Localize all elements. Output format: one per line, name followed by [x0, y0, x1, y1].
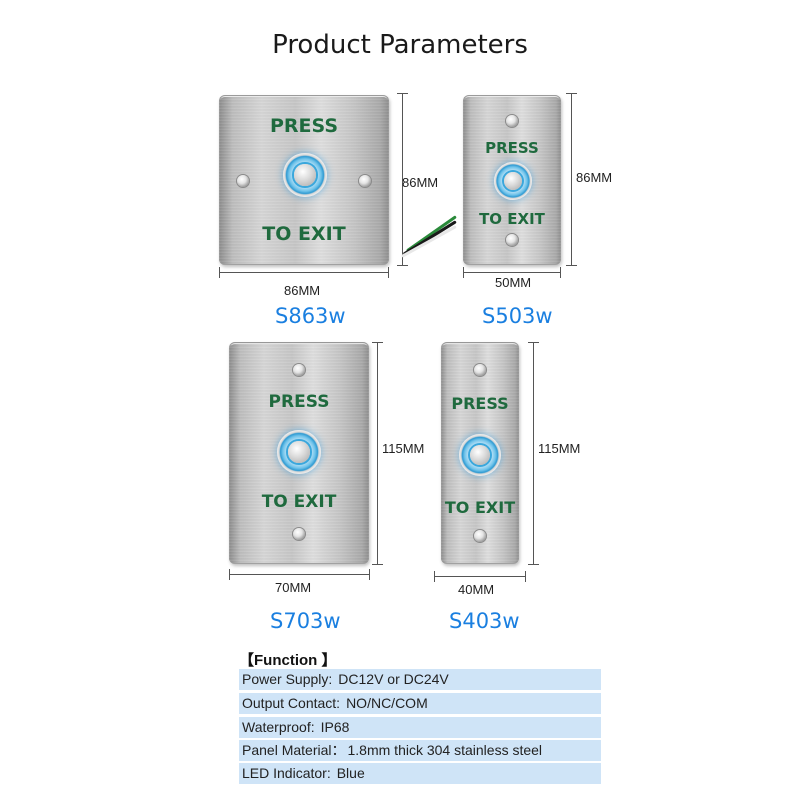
spec-row-led-indicator: LED Indicator: Blue — [239, 763, 601, 784]
spec-label: Panel Material： — [242, 742, 346, 758]
dim-height-s403w: 115MM — [538, 441, 581, 456]
model-label-s503w: S503w — [482, 304, 553, 328]
dim-width-s703w: 70MM — [275, 580, 312, 595]
dim-tick — [388, 267, 389, 278]
spec-label: Waterproof: — [242, 719, 315, 735]
plate-s403w: PRESS TO EXIT — [441, 342, 519, 564]
function-heading: 【Function 】 — [239, 652, 337, 669]
spec-row-power-supply: Power Supply: DC12V or DC24V — [239, 669, 601, 690]
screw-icon — [474, 364, 486, 376]
dim-height-s863w: 86MM — [402, 175, 439, 190]
dim-tick — [372, 564, 383, 565]
plate-s863w: PRESS TO EXIT — [219, 95, 389, 265]
screw-icon — [506, 234, 518, 246]
dim-tick — [528, 564, 539, 565]
dim-width-s503w: 50MM — [495, 275, 532, 290]
dim-line — [377, 342, 378, 564]
spec-label: Output Contact: — [242, 695, 341, 711]
screw-icon — [474, 530, 486, 542]
spec-row-output-contact: Output Contact: NO/NC/COM — [239, 693, 601, 714]
dim-height-s703w: 115MM — [382, 441, 425, 456]
wire — [401, 225, 457, 258]
plate-press-text: PRESS — [451, 394, 509, 413]
dim-tick — [372, 342, 383, 343]
led-button-icon — [277, 430, 321, 474]
page-title: Product Parameters — [272, 30, 528, 60]
screw-icon — [359, 175, 371, 187]
model-label-s863w: S863w — [275, 304, 346, 328]
spec-value: DC12V or DC24V — [338, 671, 449, 687]
dim-tick — [397, 93, 408, 94]
dim-tick — [397, 265, 408, 266]
dim-line — [434, 576, 526, 577]
dim-line — [219, 272, 389, 273]
dim-line — [571, 93, 572, 265]
model-label-s403w: S403w — [449, 609, 520, 633]
led-button-icon — [283, 153, 327, 197]
plate-s503w: PRESS TO EXIT — [463, 95, 561, 265]
dim-width-s403w: 40MM — [458, 582, 495, 597]
screw-icon — [506, 115, 518, 127]
spec-value: Blue — [336, 765, 365, 781]
dim-tick — [434, 571, 435, 582]
plate-exit-text: TO EXIT — [261, 492, 337, 512]
plate-press-text: PRESS — [269, 115, 339, 137]
model-label-s703w: S703w — [270, 609, 341, 633]
dim-line — [229, 574, 370, 575]
plate-press-text: PRESS — [268, 392, 330, 412]
screw-icon — [237, 175, 249, 187]
spec-value: NO/NC/COM — [346, 695, 428, 711]
plate-press-text: PRESS — [485, 139, 539, 157]
dim-tick — [525, 571, 526, 582]
led-button-icon — [459, 434, 501, 476]
dim-tick — [528, 342, 539, 343]
spec-label: LED Indicator: — [242, 765, 331, 781]
screw-icon — [293, 528, 305, 540]
screw-icon — [293, 364, 305, 376]
dim-tick — [463, 267, 464, 278]
dim-line — [402, 93, 403, 265]
dim-tick — [560, 267, 561, 278]
dim-line — [533, 342, 534, 564]
spec-row-panel-material: Panel Material：1.8mm thick 304 stainless… — [239, 740, 601, 761]
dim-width-s863w: 86MM — [284, 283, 321, 298]
spec-value: IP68 — [320, 719, 350, 735]
dim-tick — [566, 265, 577, 266]
plate-exit-text: TO EXIT — [479, 210, 545, 228]
led-button-icon — [494, 162, 532, 200]
spec-value: 1.8mm thick 304 stainless steel — [347, 742, 543, 758]
plate-exit-text: TO EXIT — [444, 498, 516, 517]
dim-tick — [566, 93, 577, 94]
dim-line — [463, 272, 561, 273]
plate-s703w: PRESS TO EXIT — [229, 342, 369, 564]
dim-height-s503w: 86MM — [576, 170, 613, 185]
spec-row-waterproof: Waterproof: IP68 — [239, 717, 601, 738]
plate-exit-text: TO EXIT — [262, 223, 346, 245]
dim-tick — [369, 569, 370, 580]
spec-label: Power Supply: — [242, 671, 333, 687]
dim-tick — [219, 267, 220, 278]
dim-tick — [229, 569, 230, 580]
